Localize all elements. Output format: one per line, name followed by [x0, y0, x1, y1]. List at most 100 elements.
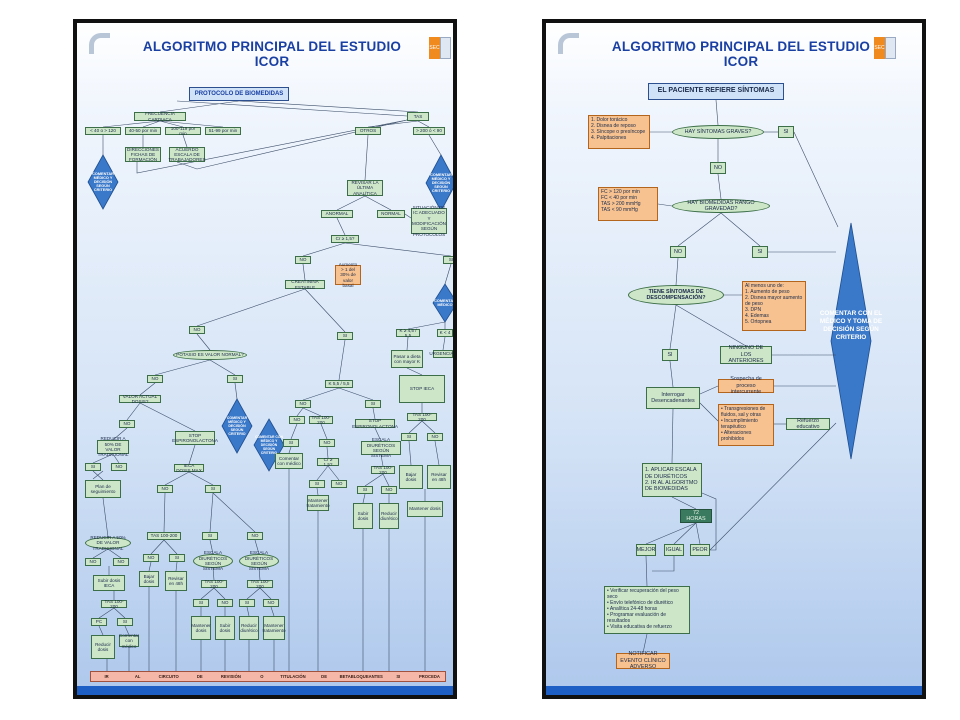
- left-connector-34: [442, 336, 446, 351]
- box-sub1: DIRECCIONES FICHAS DE FORMACIÓN: [125, 147, 161, 162]
- left-connector-78: [302, 407, 322, 417]
- left-connector-52: [102, 497, 109, 538]
- box-n-d: NO: [263, 599, 279, 607]
- box-x10: Mantener tratamiento: [263, 616, 286, 640]
- left-connector-18: [404, 213, 412, 219]
- connector-lines: [87, 100, 453, 671]
- diamond-comentar-text: COMENTAR CON EL MÉDICO Y TOMA DE DECISIÓ…: [819, 310, 883, 341]
- box-x9: Reducir diurético: [239, 616, 259, 640]
- box-bt1: SI: [85, 463, 101, 471]
- box-aumento: Aumento > 1 del 30% de valor basal: [335, 262, 361, 288]
- left-connector-20: [302, 242, 346, 257]
- band-word-7: DE: [321, 674, 327, 679]
- box-tabla3: TAS 100-200: [201, 579, 227, 589]
- left-connector-49: [163, 492, 166, 533]
- sec-logo: SEC: [429, 37, 451, 59]
- logo-text: SEC: [429, 37, 440, 59]
- box-tx2: NO: [381, 486, 397, 494]
- box-tas-x: TAS 100-200: [371, 465, 395, 475]
- left-connector-85: [316, 487, 319, 496]
- left-connector-69: [200, 587, 215, 600]
- final-list-4: • Visita educativa de refuerzo: [607, 624, 672, 630]
- logo-text: SEC: [874, 37, 885, 59]
- band-word-9: SI: [396, 674, 401, 679]
- left-connector-19: [336, 217, 346, 236]
- band-word-0: IR: [104, 674, 109, 679]
- poster-title: ALGORITMO PRINCIPAL DEL ESTUDIO ICOR: [142, 39, 402, 69]
- right-connector-5: [717, 173, 722, 200]
- left-connector-95: [408, 440, 412, 466]
- left-connector-3: [102, 120, 161, 128]
- box-ieca-list: STOP IECA: [399, 375, 445, 403]
- connector-lines: [642, 99, 872, 654]
- box-n-c: SI: [239, 599, 255, 607]
- q3-list-2: 3. DPN: [745, 307, 762, 313]
- box-pa-rem: Comentar con médico: [275, 453, 303, 469]
- q1-list-2: 3. Síncope o presíncope: [591, 129, 646, 135]
- band-word-1: AL: [134, 674, 141, 679]
- left-connector-70: [213, 587, 226, 600]
- left-connector-60: [124, 625, 130, 636]
- box-rad1: REDUCIR A 50% DE VALOR TRADICIONAL: [97, 436, 129, 458]
- right-connector-28: [652, 556, 675, 572]
- left-connector-57: [98, 607, 115, 619]
- left-connector-88: [364, 473, 384, 487]
- box-nh: SI: [205, 485, 221, 493]
- right-connector-29: [642, 633, 648, 654]
- box-fc1: < 40 o > 120: [85, 127, 121, 135]
- left-connector-22: [302, 263, 306, 281]
- left-connector-76: [270, 606, 275, 617]
- box-ne: NO: [113, 558, 129, 566]
- box-r4: Revisar en 48h: [427, 465, 451, 489]
- box-pa-n2: NO: [319, 439, 335, 447]
- left-connector-86: [374, 427, 382, 442]
- box-normal: NORMAL: [377, 210, 405, 218]
- box-sub2: ACUERDO ESCALA DE TRABAJADORES: [168, 146, 206, 163]
- diamond-comentar-shape: [830, 222, 872, 460]
- box-igual: IGUAL: [664, 544, 684, 556]
- left-connector-47: [164, 471, 190, 486]
- poster-title: ALGORITMO PRINCIPAL DEL ESTUDIO ICOR: [611, 39, 871, 69]
- right-connector-10: [675, 257, 679, 286]
- box-nl: NO: [85, 558, 101, 566]
- box-pa-tas: TAS 100-200: [309, 415, 333, 425]
- box-tabla1: TAS 100-200: [147, 532, 181, 540]
- box-interrogar: Interrogar Desencadenantes: [646, 387, 700, 409]
- left-connector-83: [316, 465, 329, 481]
- box-bt2: NO: [111, 463, 127, 471]
- box-pasar: Pasar a dieta con mayor K: [391, 350, 423, 368]
- causes-2: • Alteraciones prohibidos: [721, 430, 752, 442]
- right-connector-21: [671, 496, 697, 510]
- left-connector-94: [421, 420, 436, 434]
- box-pc: PC: [91, 618, 107, 626]
- box-nj: SI: [169, 554, 185, 562]
- right-connector-22: [645, 522, 697, 545]
- box-no2: NO: [670, 246, 686, 258]
- right-connector-27: [645, 555, 648, 587]
- box-no1: NO: [295, 256, 311, 264]
- left-connector-36: [302, 387, 340, 401]
- box-x1: Plan de seguimiento: [85, 480, 121, 498]
- q2-list-3: TAS < 90 mmHg: [601, 207, 638, 213]
- left-connector-90: [362, 493, 366, 504]
- box-pa-si2: SI: [309, 480, 325, 488]
- box-si3: SI: [227, 375, 243, 383]
- box-cr: Cr ≥ 1,5?: [331, 235, 359, 243]
- box-situacion: SITUACIÓN DE IC ADECUADO Y MODIFICACIÓN …: [411, 205, 447, 237]
- right-connector-20: [671, 408, 674, 464]
- left-connector-93: [408, 420, 423, 434]
- poster-biomedidas: ALGORITMO PRINCIPAL DEL ESTUDIO ICOR SEC…: [73, 19, 457, 699]
- left-connector-45: [92, 470, 104, 481]
- left-connector-12: [367, 120, 419, 128]
- box-pa-no: NO: [289, 416, 305, 424]
- left-connector-24: [196, 288, 306, 327]
- left-connector-89: [382, 473, 390, 487]
- box-creatinina: CREATININA ESTABLE: [285, 279, 325, 290]
- right-connector-13: [675, 304, 747, 347]
- box-x7: Mantener dosis: [191, 616, 211, 640]
- left-connector-9: [182, 134, 188, 148]
